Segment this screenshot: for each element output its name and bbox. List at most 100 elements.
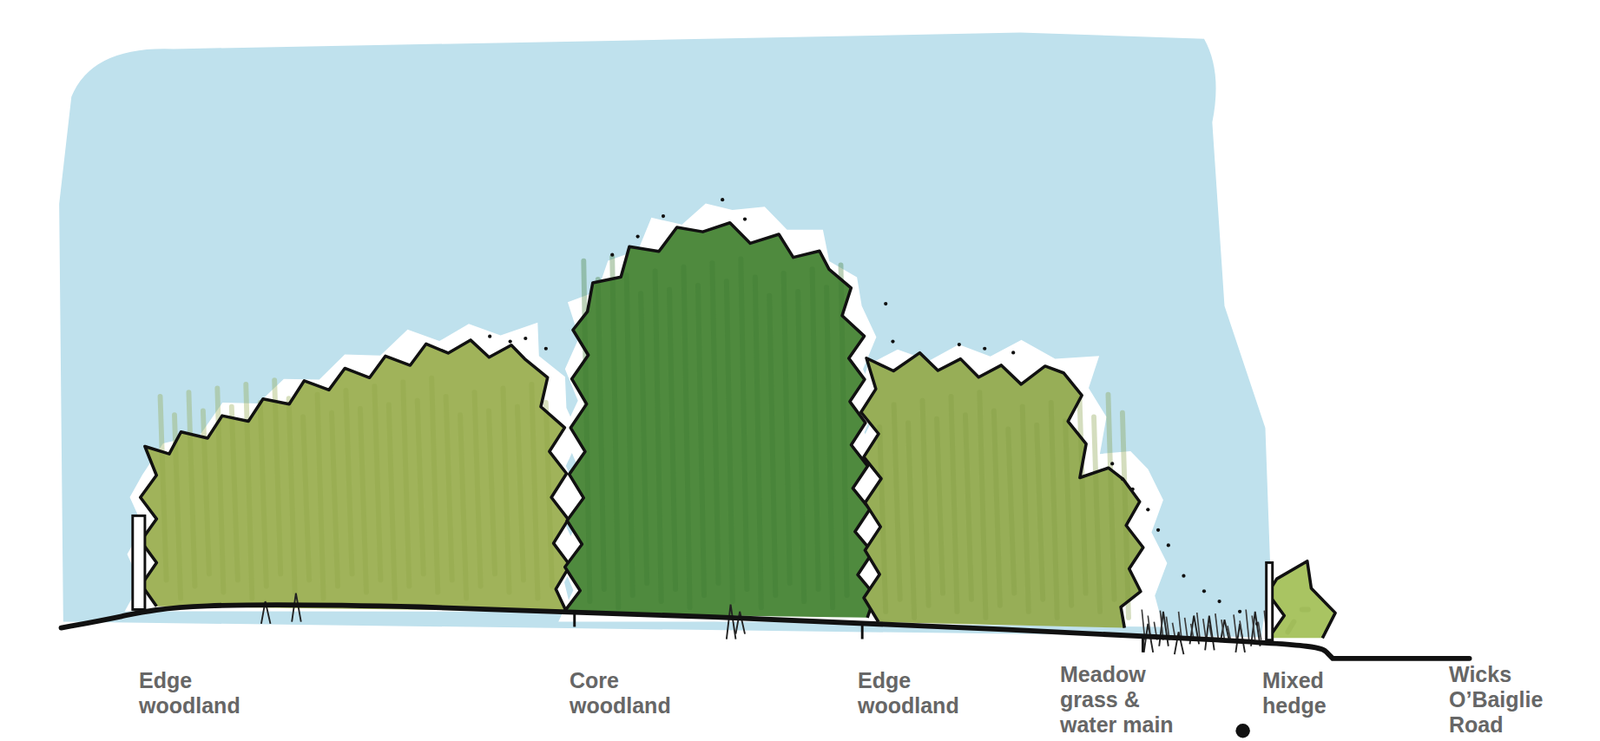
leaf-dot — [1156, 528, 1160, 533]
section-tick — [572, 611, 576, 628]
leaf-dot — [957, 342, 962, 347]
meadow-grass — [1245, 609, 1250, 640]
brush-stroke — [231, 407, 238, 581]
brush-stroke — [1107, 395, 1114, 600]
brush-stroke — [936, 419, 943, 594]
leaf-dot — [610, 253, 614, 257]
leaf-dot — [1011, 350, 1015, 355]
tree-outline — [861, 353, 1144, 629]
section-label: Wicks O’Baiglie Road — [1448, 662, 1571, 738]
brush-stroke — [1051, 402, 1058, 619]
brush-stroke — [402, 382, 409, 587]
brush-stroke — [474, 392, 481, 587]
brush-stroke — [302, 416, 310, 580]
section-label: Meadow grass & water main — [1060, 662, 1182, 738]
tree-outline — [562, 223, 876, 619]
leaf-dot — [661, 214, 666, 218]
brush-stroke — [488, 410, 495, 574]
brush-stroke — [922, 401, 929, 606]
brush-stroke — [950, 396, 957, 613]
leaf-dot — [1145, 507, 1150, 512]
brush-stroke — [274, 380, 281, 574]
brush-stroke — [1093, 416, 1100, 612]
brush-stroke — [669, 289, 676, 590]
brush-stroke — [1079, 398, 1087, 593]
brush-stroke — [697, 285, 705, 596]
brush-stroke — [826, 287, 833, 608]
leaf-dot — [523, 336, 527, 341]
leaf-dot — [1237, 610, 1242, 614]
leaf-dot — [1181, 574, 1186, 579]
leaf-dot — [1217, 599, 1221, 604]
brush-stroke — [965, 414, 972, 600]
grass-tuft — [735, 612, 745, 635]
brush-stroke — [1302, 607, 1309, 613]
meadow-grass — [1251, 616, 1256, 641]
brush-stroke — [879, 427, 886, 613]
leaf-dot — [544, 347, 548, 351]
core-woodland-tree — [562, 223, 876, 619]
brush-stroke — [783, 273, 791, 584]
brush-stroke — [769, 296, 776, 596]
brush-stroke — [908, 422, 915, 618]
brush-stroke — [812, 269, 819, 590]
grass-tuft — [726, 605, 737, 640]
brush-stroke — [1287, 622, 1294, 633]
brush-stroke — [188, 392, 195, 587]
meadow-grass — [1257, 622, 1262, 641]
brush-stroke — [546, 402, 553, 587]
section-label: Core woodland — [569, 668, 692, 719]
leaf-dot — [1110, 461, 1114, 466]
edge-woodland-tree — [140, 340, 571, 613]
brush-stroke — [1122, 413, 1129, 619]
section-label: Mixed hedge — [1262, 668, 1384, 719]
grass-tuft — [1174, 632, 1185, 655]
brush-stroke — [417, 401, 424, 575]
section-label: Edge woodland — [857, 668, 980, 719]
brush-stroke — [1007, 429, 1014, 594]
fence-post — [132, 515, 145, 610]
section-tick — [1141, 636, 1145, 653]
brush-stroke — [531, 384, 538, 600]
brush-stroke — [598, 279, 605, 590]
brush-stroke — [979, 392, 986, 619]
meadow-grass — [1215, 613, 1219, 641]
leaf-dot — [720, 197, 725, 202]
brush-stroke — [1065, 421, 1072, 606]
brush-stroke — [360, 408, 367, 593]
edge-woodland-tree — [861, 353, 1144, 629]
leaf-dot — [982, 347, 987, 351]
brush-stroke — [502, 388, 509, 593]
leaf-dot — [1131, 487, 1135, 492]
brush-stroke — [345, 390, 352, 574]
brush-stroke — [711, 263, 718, 584]
grass-tuft — [1204, 616, 1215, 652]
leaf-dot — [508, 339, 513, 343]
ground-line — [61, 605, 1470, 659]
brush-stroke — [260, 402, 267, 587]
sky — [59, 32, 1271, 639]
leaf-dot — [883, 302, 888, 306]
section-label: Edge woodland — [138, 668, 261, 719]
brush-stroke — [289, 398, 296, 593]
brush-stroke — [655, 270, 662, 602]
brush-stroke — [160, 396, 167, 580]
brush-stroke — [460, 414, 467, 599]
brush-stroke — [446, 396, 453, 580]
brush-stroke — [317, 395, 324, 600]
water-main-marker — [1235, 724, 1250, 738]
section-tick — [861, 623, 864, 640]
halo — [125, 322, 580, 613]
brush-stroke — [612, 256, 619, 608]
leaf-dot — [1202, 589, 1206, 593]
brush-stroke — [755, 277, 762, 609]
meadow-grass — [1233, 614, 1238, 640]
brush-stroke — [517, 407, 524, 581]
leaf-dot — [1166, 543, 1171, 547]
hedge-shrub — [1267, 561, 1336, 639]
brush-stroke — [640, 293, 647, 584]
leaf-dot — [635, 234, 639, 238]
meadow-grass — [1227, 625, 1232, 640]
brush-stroke — [1036, 425, 1043, 600]
